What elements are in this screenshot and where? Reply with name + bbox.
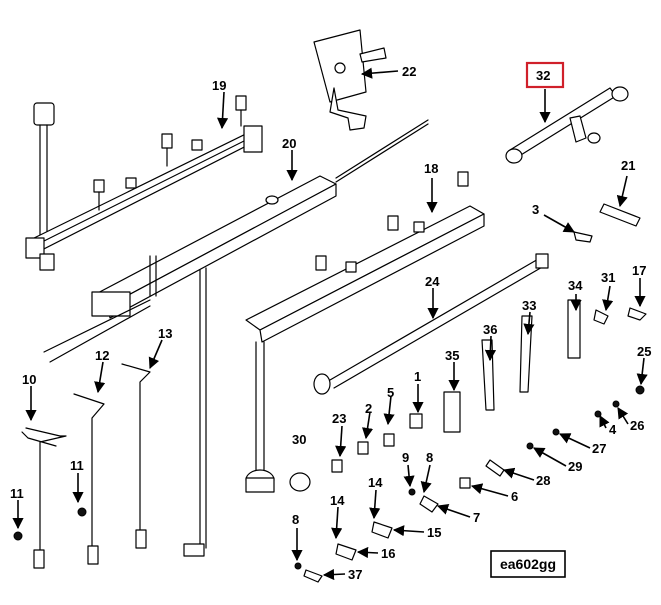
callout-24: 24	[425, 274, 440, 289]
wire-assemblies	[13, 363, 151, 569]
callout-30: 30	[292, 432, 306, 447]
callout-8-a: 8	[426, 450, 433, 465]
callout-15: 15	[427, 525, 441, 540]
callout-7: 7	[473, 510, 480, 525]
callout-5: 5	[387, 385, 394, 400]
callout-16: 16	[381, 546, 395, 561]
callout-13: 13	[158, 326, 172, 341]
part-21-sleeve	[599, 203, 641, 227]
part-20-main-harness	[43, 119, 429, 557]
callout-35: 35	[445, 348, 459, 363]
callout-2: 2	[365, 401, 372, 416]
callout-29: 29	[568, 459, 582, 474]
callout-27: 27	[592, 441, 606, 456]
callout-33: 33	[522, 298, 536, 313]
callout-36: 36	[483, 322, 497, 337]
part-22-bracket	[313, 29, 387, 131]
callout-9: 9	[402, 450, 409, 465]
callout-17: 17	[632, 263, 646, 278]
callout-4: 4	[609, 422, 617, 437]
part-19-harness-rail	[25, 95, 263, 271]
callout-21: 21	[621, 158, 635, 173]
callout-14-b: 14	[330, 493, 345, 508]
callout-6: 6	[511, 489, 518, 504]
callout-1: 1	[414, 369, 421, 384]
callout-23: 23	[332, 411, 346, 426]
callout-28: 28	[536, 473, 550, 488]
callout-8-b: 8	[292, 512, 299, 527]
callout-20: 20	[282, 136, 296, 151]
figure-code: ea602gg	[500, 556, 556, 572]
callout-32: 32	[536, 68, 550, 83]
highlight-box	[525, 61, 565, 89]
callout-25: 25	[637, 344, 651, 359]
callout-37: 37	[348, 567, 362, 582]
callout-3: 3	[532, 202, 539, 217]
callout-22: 22	[402, 64, 416, 79]
callout-31: 31	[601, 270, 615, 285]
callout-34: 34	[568, 278, 583, 293]
callout-11-a: 11	[70, 458, 84, 473]
callout-12: 12	[95, 348, 109, 363]
leader-arrows	[12, 67, 648, 581]
callout-11-b: 11	[10, 486, 24, 501]
callout-10: 10	[22, 372, 36, 387]
callout-19: 19	[212, 78, 226, 93]
figure-code-box: ea602gg	[490, 550, 566, 578]
callout-14-a: 14	[368, 475, 383, 490]
part-18-harness-rail	[245, 171, 485, 493]
callout-18: 18	[424, 161, 438, 176]
callout-26: 26	[630, 418, 644, 433]
callout-labels: 19 20 22 32 21 18 3 17 31 34 33 36 35 24…	[10, 64, 651, 582]
part-32-tube	[505, 86, 629, 164]
small-parts	[289, 231, 647, 583]
